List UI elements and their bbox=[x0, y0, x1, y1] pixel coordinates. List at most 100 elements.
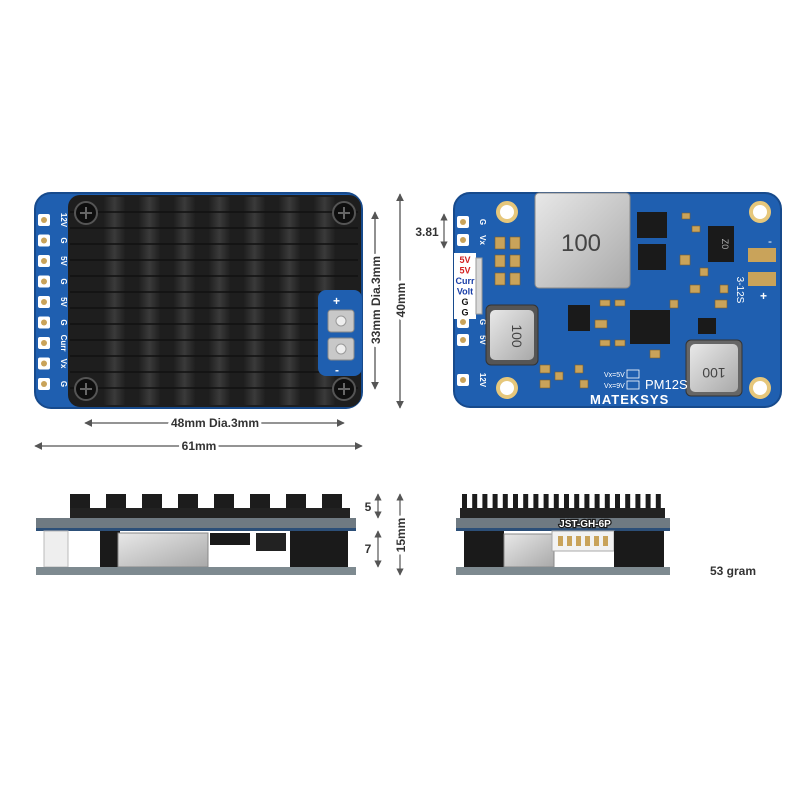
dim-length-label: 61mm bbox=[182, 439, 217, 453]
smd-component bbox=[649, 349, 661, 359]
jst-pin bbox=[558, 536, 563, 546]
pad-label: 12V bbox=[478, 373, 487, 388]
button-area: + - bbox=[318, 290, 362, 377]
smd-component bbox=[699, 267, 709, 277]
smd-component bbox=[719, 284, 729, 294]
connector-pin-label: G bbox=[461, 297, 468, 307]
jst-pin bbox=[585, 536, 590, 546]
smd-component bbox=[614, 339, 626, 347]
smd-component bbox=[539, 379, 551, 389]
smd-component bbox=[614, 299, 626, 307]
smd-component bbox=[494, 254, 506, 268]
pad-label: G bbox=[59, 278, 68, 284]
heatsink-screws bbox=[74, 201, 356, 401]
connector-pin-label: G bbox=[461, 308, 468, 318]
side-fin bbox=[250, 494, 270, 510]
pad-label: 5V bbox=[59, 256, 68, 266]
pad-label: G bbox=[478, 319, 487, 325]
dim-thickness-top-label: 5 bbox=[365, 500, 372, 514]
side-pcb-bottom bbox=[36, 567, 356, 575]
side-fin bbox=[513, 494, 518, 510]
jst-pin bbox=[594, 536, 599, 546]
smd-component bbox=[599, 299, 611, 307]
side-fin bbox=[462, 494, 467, 510]
vx-jumper-labels: Vx=5V Vx=9V bbox=[604, 369, 640, 390]
smd-component bbox=[509, 236, 521, 250]
brand-label: MATEKSYS bbox=[590, 392, 669, 407]
smd-component bbox=[689, 284, 701, 294]
heatsink-fin bbox=[243, 197, 266, 405]
dim-hole-offset: 3.81 bbox=[413, 213, 448, 249]
side-fin bbox=[655, 494, 661, 510]
dim-width-label: 40mm bbox=[394, 283, 408, 318]
side-fin bbox=[635, 494, 641, 510]
chip-label: Z0 bbox=[720, 239, 730, 250]
dim-hole-spacing-length: 48mm Dia.3mm bbox=[84, 413, 345, 433]
inductor-right-label: 100 bbox=[702, 365, 726, 381]
pad-label: 5V bbox=[59, 297, 68, 307]
dim-thickness-bottom-label: 7 bbox=[365, 542, 372, 556]
connector-pin-label: Volt bbox=[457, 287, 473, 297]
ic-chips: Z0 bbox=[568, 212, 734, 344]
smd-component bbox=[579, 379, 589, 389]
heatsink-fin bbox=[278, 197, 301, 405]
jst-pin bbox=[567, 536, 572, 546]
side-fin bbox=[142, 494, 162, 510]
smd-component bbox=[669, 299, 679, 309]
side-fin bbox=[492, 494, 498, 510]
smd-components bbox=[494, 212, 729, 389]
vx-5v-label: Vx=5V bbox=[604, 372, 625, 379]
smd-component bbox=[681, 212, 691, 220]
side-fin bbox=[482, 494, 488, 510]
cell-count-label: 3-12S bbox=[734, 277, 745, 304]
side-fin bbox=[322, 494, 342, 510]
side-fin bbox=[594, 494, 600, 510]
inductor-top-label: 100 bbox=[561, 230, 601, 257]
heatsink-fin bbox=[173, 197, 196, 405]
connector-pin-label: Curr bbox=[455, 276, 474, 286]
power-pads: - + 3-12S bbox=[734, 234, 776, 304]
inductor-right: 100 bbox=[685, 339, 743, 397]
heatsink-fin bbox=[103, 197, 126, 405]
button-minus-label: - bbox=[335, 363, 339, 377]
inductor-left: 100 bbox=[485, 304, 539, 366]
pad-label: 5V bbox=[478, 335, 487, 345]
heatsink-fins bbox=[70, 197, 358, 405]
pad-label: G bbox=[59, 237, 68, 243]
side-fin bbox=[543, 494, 549, 510]
side-fin bbox=[604, 494, 610, 510]
smd-component bbox=[574, 364, 584, 374]
weight-label: 53 gram bbox=[710, 564, 756, 578]
dim-thickness-total-label: 15mm bbox=[394, 518, 408, 553]
side-fin bbox=[472, 494, 478, 510]
dim-hole-spacing-length-label: 48mm Dia.3mm bbox=[171, 416, 259, 430]
smd-component bbox=[714, 299, 728, 309]
smd-component bbox=[599, 339, 611, 347]
smd-component bbox=[679, 254, 691, 266]
side-fin bbox=[564, 494, 569, 510]
heatsink-fin bbox=[208, 197, 231, 405]
side-fin bbox=[214, 494, 234, 510]
side-fin bbox=[70, 494, 90, 510]
pad-label: 12V bbox=[59, 213, 68, 228]
dim-width: 40mm bbox=[391, 193, 411, 409]
jst-pin bbox=[576, 536, 581, 546]
pad-label: G bbox=[59, 381, 68, 387]
side-fin bbox=[286, 494, 306, 510]
jst-pin bbox=[603, 536, 608, 546]
smd-component bbox=[691, 225, 701, 233]
pad-label: G bbox=[478, 219, 487, 225]
connector-pin-label: 5V bbox=[459, 266, 470, 276]
model-label: PM12S bbox=[645, 377, 688, 392]
smd-component bbox=[509, 254, 521, 268]
dim-hole-offset-label: 3.81 bbox=[415, 225, 439, 239]
inductor-left-label: 100 bbox=[509, 324, 525, 348]
dim-hole-spacing-width: 33mm Dia.3mm bbox=[366, 211, 386, 390]
smd-component bbox=[554, 371, 564, 381]
dim-length: 61mm bbox=[34, 436, 363, 456]
smd-component bbox=[494, 272, 506, 286]
side-fin bbox=[523, 494, 529, 510]
side-fin bbox=[574, 494, 580, 510]
